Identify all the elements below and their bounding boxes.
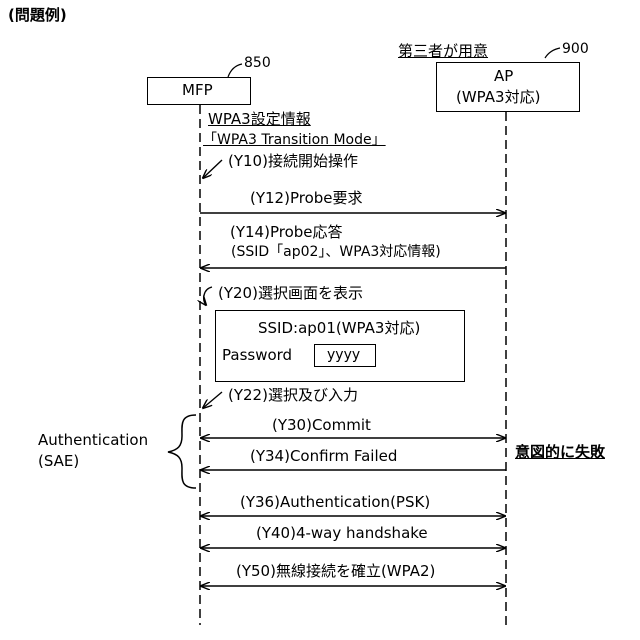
ap-ref-leader <box>545 48 560 58</box>
step-y12-label: (Y12)Probe要求 <box>250 191 363 206</box>
auth-group-method: (SAE) <box>38 454 79 469</box>
y22-arrow <box>203 392 222 408</box>
step-y10-label: (Y10)接続開始操作 <box>228 154 358 169</box>
mfp-ref-leader <box>228 64 242 77</box>
ap-label: AP <box>494 69 513 84</box>
mfp-label: MFP <box>182 83 213 98</box>
failure-note: 意図的に失敗 <box>515 445 605 460</box>
dialog-ssid-option: SSID:ap01(WPA3対応) <box>258 321 420 336</box>
step-y40-label: (Y40)4-way handshake <box>256 526 428 541</box>
settings-title: WPA3設定情報 <box>208 112 311 127</box>
third-party-label: 第三者が用意 <box>398 44 488 59</box>
step-y14-detail: (SSID「ap02」、WPA3対応情報) <box>231 245 441 259</box>
settings-mode: 「WPA3 Transition Mode」 <box>203 133 386 147</box>
mfp-ref-number: 850 <box>244 56 271 70</box>
auth-group-label: Authentication <box>38 433 148 448</box>
step-y14-label: (Y14)Probe応答 <box>230 225 343 240</box>
y10-arrow <box>203 160 222 178</box>
step-y22-label: (Y22)選択及び入力 <box>228 388 358 403</box>
diagram-caption: (問題例) <box>8 8 67 23</box>
y20-self-loop <box>204 287 212 305</box>
step-y30-label: (Y30)Commit <box>272 418 371 433</box>
step-y34-label: (Y34)Confirm Failed <box>250 449 397 464</box>
step-y50-label: (Y50)無線接続を確立(WPA2) <box>236 564 435 579</box>
ap-ref-number: 900 <box>562 42 589 56</box>
dialog-password-label: Password <box>222 348 292 363</box>
step-y20-label: (Y20)選択画面を表示 <box>218 286 363 301</box>
step-y36-label: (Y36)Authentication(PSK) <box>240 495 430 510</box>
ap-capability: (WPA3対応) <box>456 90 540 105</box>
auth-brace <box>168 415 196 488</box>
dialog-password-value: yyyy <box>327 348 360 362</box>
